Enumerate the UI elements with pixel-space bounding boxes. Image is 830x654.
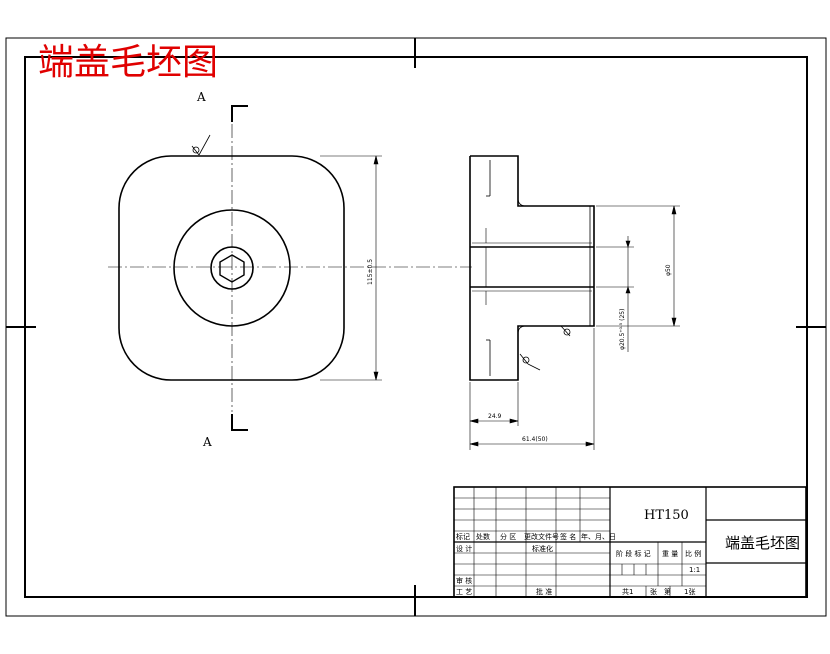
tb-header-zone: 分 区: [500, 532, 516, 541]
tb-weight: 重 量: [662, 550, 678, 558]
front-hex-hole: [219, 254, 245, 283]
tb-sheet-total: 共1: [622, 587, 633, 596]
dim-front-height: [320, 155, 382, 381]
roughness-symbol-section-1: [560, 325, 571, 337]
dim-bore-label: φ50: [665, 264, 672, 276]
tb-header-count: 处数: [476, 532, 490, 541]
dim-flange-label: 24.9: [488, 413, 502, 420]
centering-marks: [6, 38, 826, 616]
roughness-symbol-front: [191, 134, 211, 156]
tb-header-mark: 标记: [456, 532, 470, 541]
drawing-frame: [24, 56, 808, 598]
tb-standardize: 标准化: [532, 544, 553, 553]
tb-header-date: 年、月、日: [581, 532, 616, 541]
dim-overall: [469, 328, 595, 450]
tb-sheet-current: 1张: [684, 587, 695, 596]
sheet-border-outer: [5, 37, 827, 617]
section-mark-bottom: A: [202, 435, 212, 449]
material-label: HT150: [644, 508, 689, 523]
tb-header-docno: 更改文件号: [524, 532, 559, 541]
dim-boss: [596, 236, 634, 352]
front-bore-circle: [210, 246, 254, 290]
dim-front-height-label: 115±0.5: [367, 259, 374, 285]
front-outline: [118, 155, 345, 381]
drawing-title: 端盖毛坯图: [38, 42, 218, 83]
tb-approve: 批 准: [536, 587, 552, 596]
front-view: 115±0.5: [108, 124, 472, 412]
dim-boss-label: φ20.5⁺⁰·⁵ (25): [619, 309, 626, 350]
dim-bore: [596, 205, 680, 327]
dim-flange: [469, 382, 519, 450]
tb-scale-value: 1:1: [689, 566, 700, 574]
tb-process: 工 艺: [456, 588, 472, 596]
tb-sheet-no: 第: [664, 587, 671, 596]
roughness-symbol-section-2: [519, 353, 541, 371]
section-mark-top: A: [196, 90, 206, 104]
front-boss-circle: [173, 209, 291, 327]
tb-design: 设 计: [456, 544, 472, 553]
tb-scale-header: 比 例: [685, 549, 701, 558]
dim-overall-label: 61.4(50): [522, 436, 548, 443]
tb-review: 审 核: [456, 576, 472, 585]
tb-sheet-unit: 张: [650, 587, 657, 596]
section-cut-line: [231, 105, 248, 431]
tb-stage-mark: 阶 段 标 记: [616, 549, 651, 558]
tb-header-sign: 签 名: [560, 532, 576, 541]
title-block: [453, 486, 807, 598]
section-outline: [469, 155, 595, 381]
section-view: φ50 φ20.5⁺⁰·⁵ (25) 24.9 61.4(50): [469, 155, 680, 450]
drawing-name-label: 端盖毛坯图: [725, 534, 800, 552]
